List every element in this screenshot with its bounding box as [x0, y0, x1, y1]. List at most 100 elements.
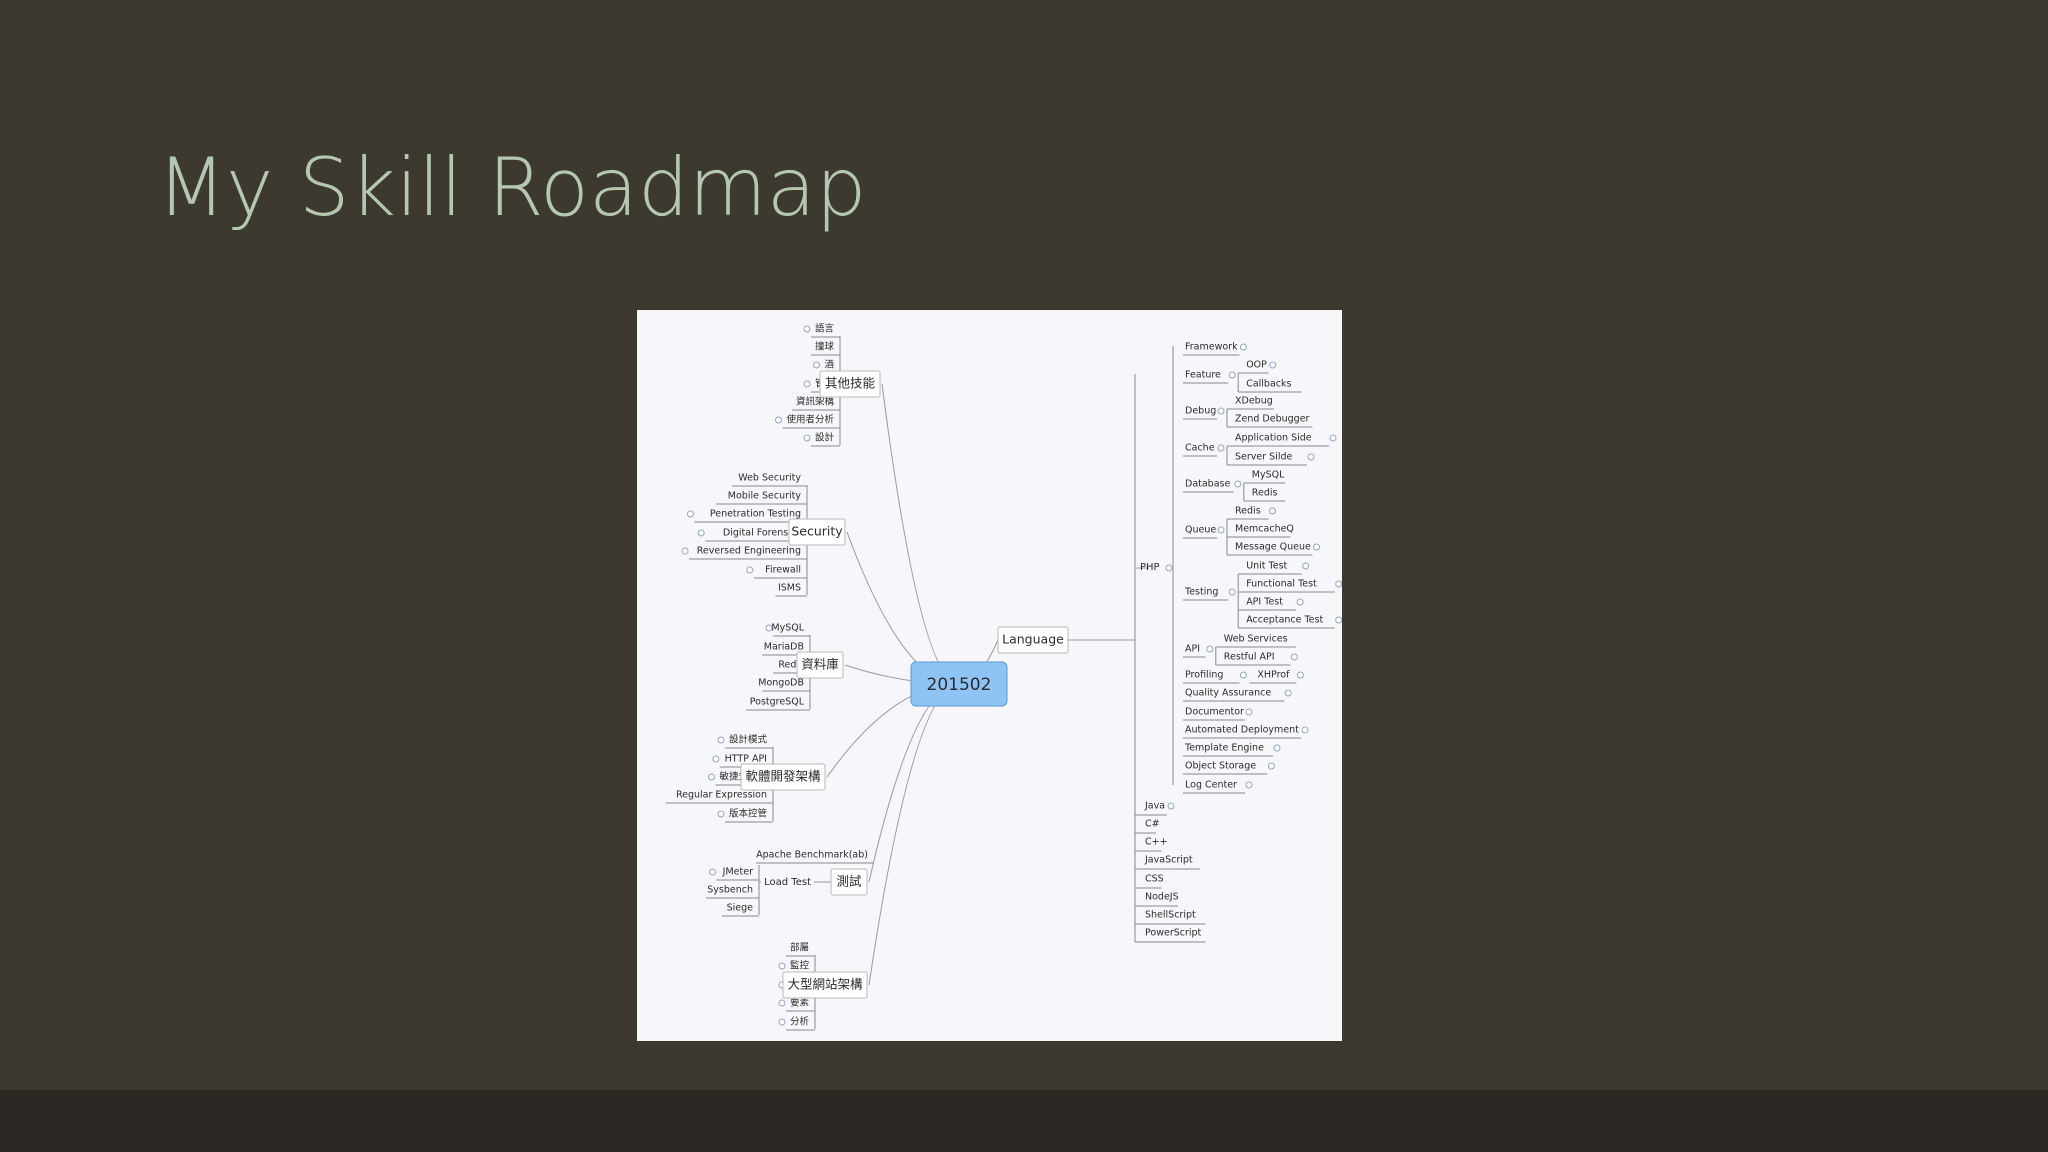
php-leaf-label: Acceptance Test: [1246, 615, 1323, 626]
expand-icon: [803, 380, 811, 388]
leaf-node-label: Redis: [778, 660, 804, 671]
php-leaf-label: OOP: [1246, 360, 1267, 371]
branch-connector: [846, 531, 960, 685]
php-leaf-label: MemcacheQ: [1235, 524, 1294, 535]
expand-icon: [1296, 671, 1304, 679]
expand-icon: [778, 999, 786, 1007]
expand-icon: [1206, 645, 1214, 653]
branch-node-label: 其他技能: [825, 376, 876, 391]
php-leaf-label: Callbacks: [1246, 379, 1291, 390]
expand-icon: [1302, 562, 1310, 570]
expand-icon: [1307, 453, 1315, 461]
leaf-node-label: Mobile Security: [728, 491, 802, 502]
leaf-node-label: Sysbench: [707, 885, 753, 896]
php-node-label: PHP: [1140, 562, 1160, 573]
language-leaf-label: JavaScript: [1144, 855, 1193, 866]
expand-icon: [1329, 434, 1337, 442]
sub-node-label: Load Test: [764, 877, 811, 888]
expand-icon: [765, 624, 773, 632]
mindmap-image: 語言撞球酒管理資訊架構使用者分析設計其他技能Web SecurityMobile…: [637, 310, 1342, 1041]
branch-node-label: 大型網站架構: [787, 977, 863, 992]
branch-connector: [868, 683, 960, 986]
language-leaf-label: ShellScript: [1145, 910, 1196, 921]
leaf-node-label: Reversed Engineering: [697, 546, 801, 557]
expand-icon: [1301, 726, 1309, 734]
expand-icon: [1234, 480, 1242, 488]
php-leaf-label: XHProf: [1257, 670, 1290, 681]
branch-node-label: 測試: [836, 874, 862, 889]
branch-connector: [881, 383, 960, 685]
leaf-node-label: 資訊架構: [796, 396, 835, 408]
php-group-label: Template Engine: [1184, 743, 1264, 754]
branch-node-label: 資料庫: [801, 657, 839, 672]
leaf-node-label: 酒: [824, 360, 834, 371]
expand-icon: [803, 434, 811, 442]
php-group-label: Debug: [1185, 406, 1216, 417]
leaf-node-label: Apache Benchmark(ab): [756, 850, 868, 861]
leaf-node-label: 要素: [790, 997, 810, 1009]
expand-icon: [1296, 598, 1304, 606]
language-leaf-label: CSS: [1145, 874, 1164, 885]
expand-icon: [746, 566, 754, 574]
leaf-node-label: 版本控管: [729, 808, 767, 820]
php-group-label: Profiling: [1185, 670, 1223, 681]
expand-icon: [1269, 507, 1276, 515]
expand-icon: [686, 510, 694, 518]
php-leaf-label: Message Queue: [1235, 542, 1311, 553]
expand-icon: [1335, 580, 1342, 588]
language-leaf-label: NodeJS: [1145, 892, 1179, 903]
language-leaf-label: C#: [1145, 819, 1160, 830]
php-leaf-label: Restful API: [1224, 652, 1275, 663]
php-group-label: Testing: [1184, 587, 1218, 598]
branch-node-label: Security: [791, 524, 843, 539]
branch-node-label: 軟體開發架構: [745, 769, 821, 784]
expand-icon: [1313, 543, 1320, 551]
expand-icon: [709, 868, 717, 876]
expand-icon: [803, 325, 811, 333]
language-leaf-label: PowerScript: [1145, 928, 1202, 939]
bottom-bar: [0, 1090, 2048, 1152]
php-group-label: Automated Deployment: [1185, 725, 1299, 736]
expand-icon: [1239, 343, 1247, 351]
mindmap-diagram: 語言撞球酒管理資訊架構使用者分析設計其他技能Web SecurityMobile…: [665, 323, 1342, 1031]
expand-icon: [1165, 564, 1173, 572]
php-group-label: Object Storage: [1185, 761, 1256, 772]
expand-icon: [1228, 588, 1236, 596]
php-group-label: Framework: [1185, 342, 1238, 353]
leaf-node-label: Web Security: [738, 473, 801, 484]
language-node-label: Language: [1002, 632, 1064, 647]
php-leaf-label: Redis: [1252, 488, 1278, 499]
php-leaf-label: Web Services: [1224, 634, 1288, 645]
php-group-label: Documentor: [1185, 707, 1244, 718]
expand-icon: [1290, 653, 1298, 661]
leaf-node-label: 語言: [815, 323, 835, 335]
expand-icon: [1217, 526, 1225, 534]
expand-icon: [813, 361, 820, 369]
slide-title: My Skill Roadmap: [157, 141, 867, 234]
branch-node: [830, 868, 868, 896]
language-leaf-label: C++: [1145, 837, 1168, 848]
expand-icon: [717, 810, 725, 818]
leaf-node-label: MongoDB: [758, 678, 804, 689]
php-group-label: Quality Assurance: [1185, 688, 1271, 699]
expand-icon: [1335, 616, 1342, 624]
root-node-label: 201502: [927, 675, 992, 695]
php-leaf-label: XDebug: [1235, 396, 1273, 407]
expand-icon: [778, 962, 786, 970]
expand-icon: [1245, 781, 1253, 789]
php-group-label: Database: [1185, 479, 1230, 490]
leaf-node-label: Siege: [727, 903, 754, 914]
branch-node: [819, 370, 881, 398]
expand-icon: [697, 529, 705, 537]
leaf-node-label: 使用者分析: [786, 414, 834, 426]
php-leaf-label: API Test: [1246, 597, 1283, 608]
php-group-label: Cache: [1185, 443, 1215, 454]
language-node: [997, 626, 1069, 654]
expand-icon: [1228, 371, 1236, 379]
leaf-node-label: Penetration Testing: [710, 509, 801, 520]
leaf-node-label: MariaDB: [764, 642, 804, 653]
leaf-node-label: 部屬: [790, 942, 809, 954]
php-leaf-label: Redis: [1235, 506, 1261, 517]
expand-icon: [717, 736, 725, 744]
expand-icon: [1273, 744, 1281, 752]
